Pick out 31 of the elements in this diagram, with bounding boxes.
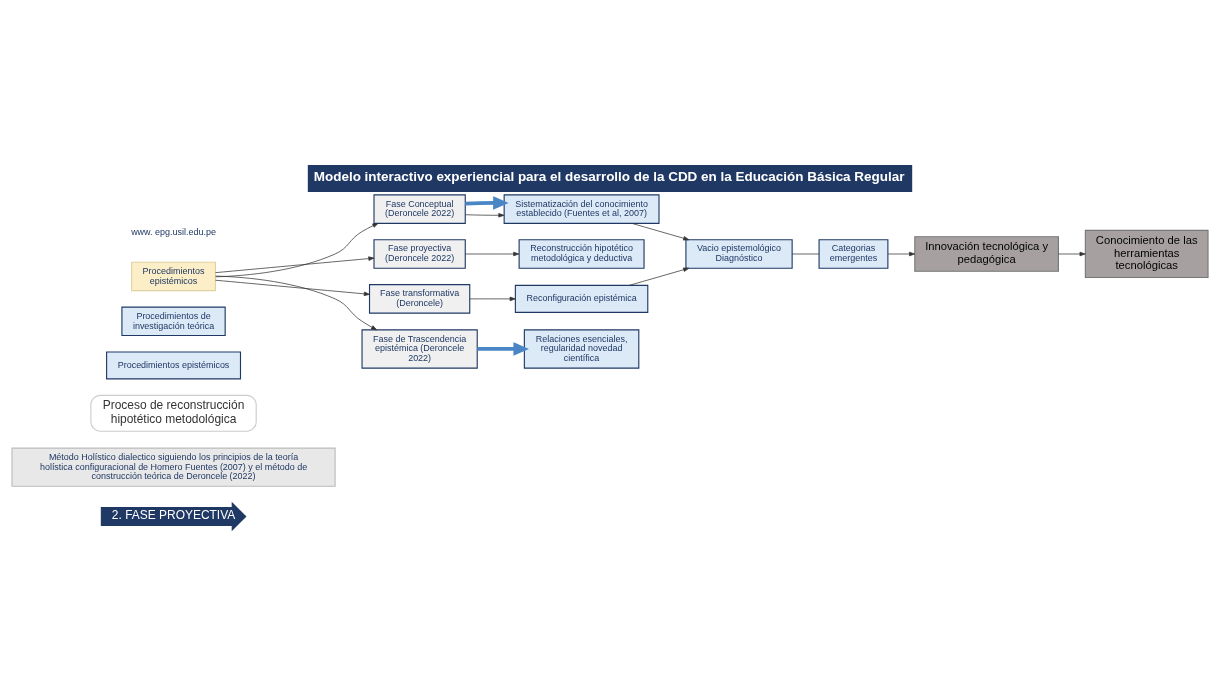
arrow [887,251,916,256]
node-box: Fase de Trascendencia epistémica (Deroncele 2022) [361,328,478,369]
node-box: Innovación tecnológica y pedagógica [914,235,1059,272]
node-box: Método Holístico dialectico siguiendo los principios de la teoría holística configuracional de Homero Fuentes (2007) y el método de construcción teórica de Deroncele (2022) [11,447,336,487]
node-box: Reconfiguración epistémica [514,284,649,313]
node-box: Categorias emergentes [818,238,889,269]
node-box: Fase transformativa (Deroncele) [368,283,471,314]
node-box: Proceso de reconstrucción hipotético metodológica [90,394,257,432]
node-box: Vacio epistemológico Diagnóstico [685,238,793,269]
arrow [215,222,379,277]
connector [791,253,820,254]
node-box: Fase Conceptual (Deroncele 2022) [373,193,466,224]
node-box: Fase proyectiva (Deroncele 2022) [373,238,466,269]
node-box: Relaciones esenciales, regularidad novedad científica [523,328,640,369]
node-box: Conocimiento de las herramientas tecnológicas [1084,229,1209,278]
arrow [1058,251,1086,256]
label: www. epg.usil.edu.pe [131,226,216,237]
node-box: Procedimientos epistémicos [106,350,242,379]
node-box: Procedimientos epistémicos [131,261,216,291]
node-box: Sistematización del conocimiento establecido (Fuentes et al, 2007) [503,193,660,224]
arrow [464,251,520,256]
arrow [215,275,378,330]
arrow [215,255,375,273]
node-box: Reconstrucción hipotético metodológica y deductiva [518,238,645,269]
arrow [215,279,370,296]
arrow [465,195,509,210]
diagram-title: Modelo interactivo experiencial para el desarrollo de la CDD en la Educación Básica Regular [313,168,905,184]
arrow [477,341,529,356]
node-box: Procedimientos de investigación teórica [121,306,226,336]
arrow [469,296,516,301]
arrow [464,212,505,217]
